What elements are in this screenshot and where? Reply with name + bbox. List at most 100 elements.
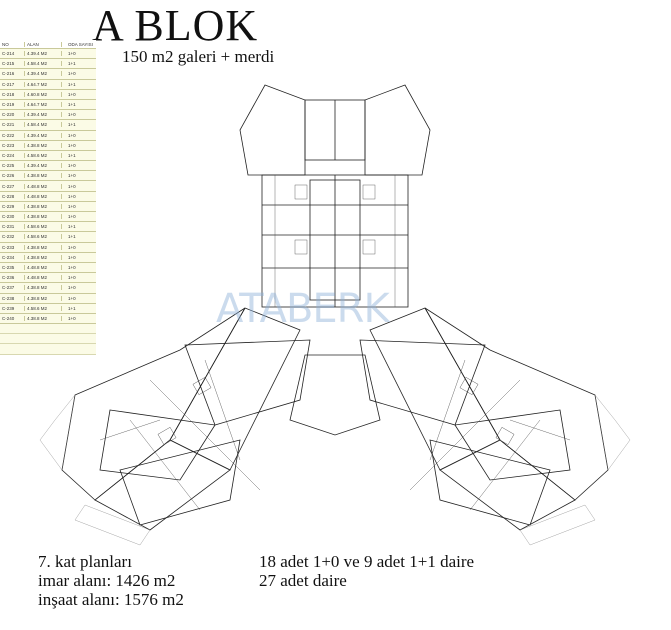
unit-area-cell: 4.39.4 M2 — [25, 163, 62, 169]
floor-notes-right: 18 adet 1+0 ve 9 adet 1+1 daire 27 adet … — [259, 552, 474, 590]
unit-no-cell: C-233 — [0, 244, 25, 250]
unit-area-cell: 4.38.8 M2 — [25, 203, 62, 209]
unit-area-cell: 4.58.6 M2 — [25, 234, 62, 240]
unit-rooms-cell: 1+0 — [68, 193, 76, 199]
unit-rooms-cell: 1+0 — [68, 295, 76, 301]
unit-area-cell: 4.58.6 M2 — [25, 305, 62, 311]
unit-rooms-cell: 1+0 — [68, 163, 76, 169]
unit-rooms-cell: 1+1 — [68, 61, 76, 67]
left-wing-units-c — [119, 439, 241, 526]
top-right-unit — [364, 84, 431, 176]
unit-area-cell: 4.38.8 M2 — [25, 142, 62, 148]
unit-no-cell: C-229 — [0, 203, 25, 209]
unit-rooms-cell: 1+0 — [68, 51, 76, 57]
unit-area-cell: 4.39.4 M2 — [25, 51, 62, 57]
unit-area-cell: 4.38.8 M2 — [25, 285, 62, 291]
unit-no-cell: C-219 — [0, 102, 25, 108]
unit-no-cell: C-228 — [0, 193, 25, 199]
unit-rooms-cell: 1+0 — [68, 71, 76, 77]
unit-area-cell: 4.48.8 M2 — [25, 193, 62, 199]
left-wing-outer — [61, 307, 246, 501]
unit-no-cell: C-224 — [0, 152, 25, 158]
unit-area-cell: 4.58.4 M2 — [25, 122, 62, 128]
unit-no-cell: C-230 — [0, 214, 25, 220]
block-subtitle: 150 m2 galeri + merdi — [122, 47, 275, 66]
unit-no-cell: C-215 — [0, 61, 25, 67]
unit-rooms-cell: 1+1 — [68, 81, 76, 87]
unit-rooms-cell: 1+0 — [68, 91, 76, 97]
unit-rooms-cell: 1+1 — [68, 305, 76, 311]
unit-area-cell: 4.38.8 M2 — [25, 295, 62, 301]
unit-no-cell: C-240 — [0, 315, 25, 321]
unit-rooms-cell: 1+0 — [68, 244, 76, 250]
header-area: ALAN — [25, 41, 62, 47]
unit-area-cell: 4.39.4 M2 — [25, 132, 62, 138]
unit-rooms-cell: 1+0 — [68, 285, 76, 291]
unit-no-cell: C-236 — [0, 275, 25, 281]
central-corridor — [309, 179, 361, 301]
unit-area-cell: 4.39.4 M2 — [25, 71, 62, 77]
unit-area-cell: 4.48.8 M2 — [25, 183, 62, 189]
unit-rooms-cell: 1+1 — [68, 234, 76, 240]
zoning-area-label: imar alanı: 1426 m2 — [38, 571, 176, 590]
right-wing-outer — [424, 307, 609, 501]
unit-no-cell: C-220 — [0, 112, 25, 118]
unit-rooms-cell: 1+1 — [68, 122, 76, 128]
unit-no-cell: C-225 — [0, 163, 25, 169]
unit-area-cell: 4.58.4 M2 — [25, 61, 62, 67]
unit-rooms-cell: 1+1 — [68, 224, 76, 230]
table-blank-row — [0, 344, 96, 355]
unit-no-cell: C-221 — [0, 122, 25, 128]
unit-rooms-cell: 1+0 — [68, 132, 76, 138]
right-wing-units-b — [454, 409, 571, 481]
unit-area-cell: 4.38.8 M2 — [25, 173, 62, 179]
unit-area-cell: 4.60.8 M2 — [25, 91, 62, 97]
floor-plan-label: 7. kat planları — [38, 552, 132, 571]
unit-no-cell: C-238 — [0, 295, 25, 301]
header-no: NO — [0, 41, 25, 47]
unit-rooms-cell: 1+1 — [68, 152, 76, 158]
unit-rooms-cell: 1+0 — [68, 254, 76, 260]
unit-area-cell: 4.58.6 M2 — [25, 152, 62, 158]
watermark-logo: ATABERK — [216, 286, 390, 332]
unit-no-cell: C-232 — [0, 234, 25, 240]
unit-total-label: 27 adet daire — [259, 571, 347, 590]
header-rooms: ODA SAYISI — [68, 41, 93, 47]
unit-rooms-cell: 1+0 — [68, 315, 76, 321]
unit-rooms-cell: 1+0 — [68, 112, 76, 118]
unit-no-cell: C-235 — [0, 265, 25, 271]
unit-no-cell: C-231 — [0, 224, 25, 230]
unit-no-cell: C-226 — [0, 173, 25, 179]
table-blank-row — [0, 324, 96, 335]
unit-area-cell: 4.48.8 M2 — [25, 265, 62, 271]
unit-no-cell: C-234 — [0, 254, 25, 260]
unit-no-cell: C-218 — [0, 91, 25, 97]
unit-rooms-cell: 1+0 — [68, 265, 76, 271]
unit-no-cell: C-227 — [0, 183, 25, 189]
unit-no-cell: C-237 — [0, 285, 25, 291]
unit-no-cell: C-214 — [0, 51, 25, 57]
unit-area-cell: 4.38.8 M2 — [25, 214, 62, 220]
block-title: A BLOK — [92, 1, 259, 50]
